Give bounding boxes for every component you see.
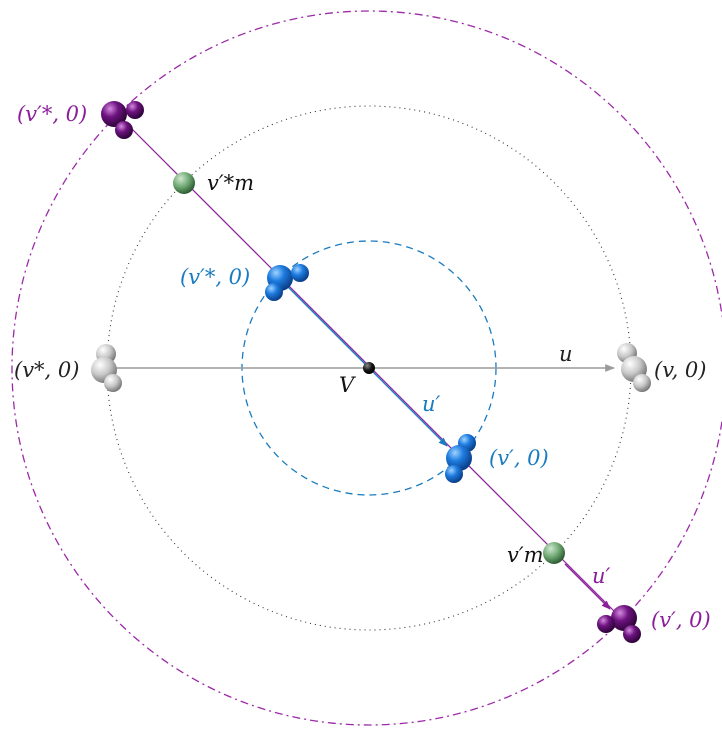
label-center-V: V — [339, 373, 356, 397]
molecule-v-star-prime-inner — [265, 264, 309, 301]
center-point — [363, 362, 375, 374]
label-v-star: (v*, 0) — [14, 358, 79, 382]
label-u: u — [559, 342, 573, 366]
label-v-m-prime: v′m — [507, 543, 544, 567]
label-v-star-prime-inner: (v′*, 0) — [180, 265, 250, 289]
molecule-v-star — [91, 344, 122, 392]
molecule-v-star-prime-outer — [101, 101, 144, 139]
u-prime-outer-arrow — [564, 563, 611, 610]
ball-v-m-prime — [543, 542, 565, 564]
outer-dashdot-circle — [11, 10, 722, 726]
molecule-v-prime-inner — [445, 434, 476, 483]
molecule-v — [617, 343, 651, 392]
molecule-v-prime-outer — [597, 605, 641, 643]
ball-v-star-m-prime — [173, 172, 195, 194]
label-v: (v, 0) — [654, 358, 706, 382]
label-v-prime-inner: (v′, 0) — [489, 446, 549, 470]
label-u-prime-outer: u′ — [592, 564, 611, 588]
label-u-prime-inner: u′ — [422, 392, 441, 416]
u-prime-inner-arrow — [368, 367, 448, 447]
label-v-prime-outer: (v′, 0) — [651, 608, 711, 632]
blue-diagonal-line — [283, 282, 370, 369]
label-v-star-m-prime: v′*m — [207, 171, 254, 195]
label-v-star-prime-outer: (v′*, 0) — [17, 102, 87, 126]
